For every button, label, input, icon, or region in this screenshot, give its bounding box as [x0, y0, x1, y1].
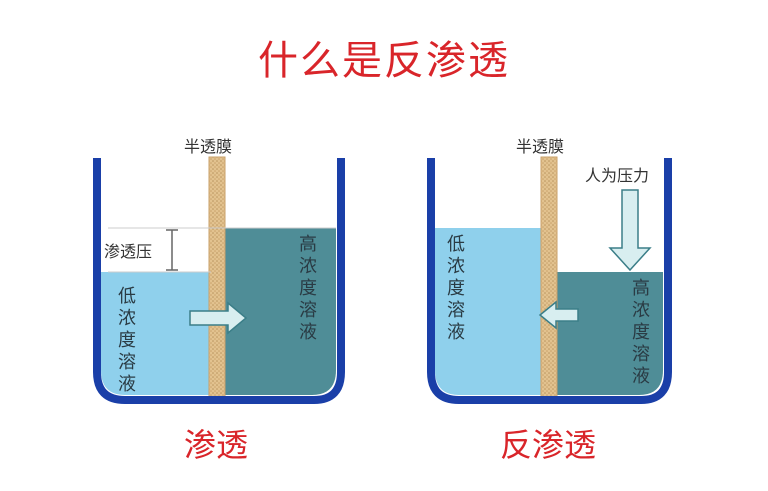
right-high-solution — [556, 272, 663, 395]
left-membrane — [208, 156, 226, 398]
svg-text:液: 液 — [118, 374, 136, 395]
right-membrane-label: 半透膜 — [516, 137, 564, 156]
caption-osmosis: 渗透 — [184, 426, 249, 464]
svg-text:高: 高 — [299, 234, 317, 255]
svg-text:低: 低 — [118, 286, 136, 307]
left-flow-arrow — [189, 301, 248, 335]
caption-reverse-osmosis: 反渗透 — [500, 426, 597, 464]
left-high-solution — [224, 228, 336, 395]
right-flow-arrow — [538, 300, 579, 330]
left-beaker — [93, 156, 345, 404]
svg-text:溶: 溶 — [299, 300, 317, 321]
svg-text:浓: 浓 — [299, 256, 317, 277]
force-label: 人为压力 — [585, 166, 649, 185]
svg-text:浓: 浓 — [447, 256, 465, 277]
svg-text:溶: 溶 — [118, 352, 136, 373]
left-membrane-label: 半透膜 — [184, 137, 232, 156]
pressure-arrow — [608, 189, 652, 272]
svg-text:浓: 浓 — [118, 308, 136, 329]
right-low-solution — [435, 228, 543, 395]
svg-text:浓: 浓 — [632, 300, 650, 321]
svg-text:溶: 溶 — [447, 300, 465, 321]
svg-text:度: 度 — [447, 278, 465, 299]
left-pressure-label: 渗透压 — [104, 242, 152, 261]
svg-text:低: 低 — [447, 234, 465, 255]
right-high-label: 高 浓 度 溶 液 — [632, 278, 650, 387]
left-container — [93, 158, 345, 404]
page-title: 什么是反渗透 — [258, 38, 510, 84]
left-low-solution — [101, 272, 211, 395]
svg-text:液: 液 — [299, 322, 317, 343]
svg-text:度: 度 — [632, 322, 650, 343]
right-container — [427, 158, 672, 404]
left-low-label: 低 浓 度 溶 液 — [118, 286, 136, 395]
left-high-label: 高 浓 度 溶 液 — [299, 234, 317, 343]
svg-text:液: 液 — [632, 366, 650, 387]
right-beaker — [427, 156, 672, 404]
svg-text:度: 度 — [299, 278, 317, 299]
right-low-label: 低 浓 度 溶 液 — [447, 234, 465, 343]
svg-text:溶: 溶 — [632, 344, 650, 365]
svg-text:高: 高 — [632, 278, 650, 299]
svg-text:度: 度 — [118, 330, 136, 351]
right-membrane — [540, 156, 558, 398]
svg-text:液: 液 — [447, 322, 465, 343]
